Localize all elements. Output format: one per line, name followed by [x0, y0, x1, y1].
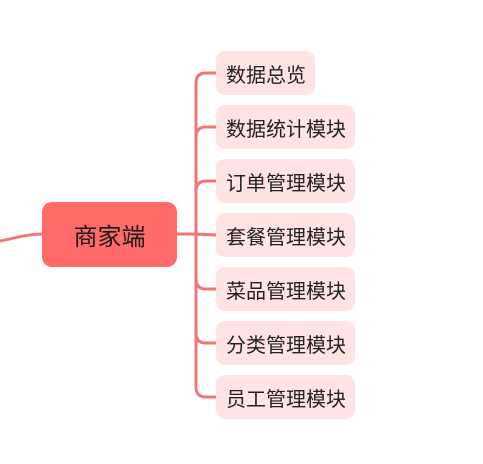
root-node-merchant[interactable]: 商家端	[42, 202, 177, 267]
child-node-combo-management[interactable]: 套餐管理模块	[216, 213, 355, 257]
child-node-category-management[interactable]: 分类管理模块	[216, 321, 355, 365]
branch-connector	[194, 232, 218, 291]
child-node-label: 套餐管理模块	[226, 224, 346, 249]
branch-connector	[194, 232, 218, 237]
root-node-label: 商家端	[73, 223, 146, 251]
branch-connector	[194, 71, 218, 236]
child-node-label: 员工管理模块	[226, 386, 346, 411]
child-node-data-overview[interactable]: 数据总览	[216, 51, 315, 95]
child-node-employee-management[interactable]: 员工管理模块	[216, 375, 355, 419]
branch-connector	[194, 125, 218, 236]
incoming-connector	[0, 232, 45, 243]
child-node-order-management[interactable]: 订单管理模块	[216, 159, 355, 203]
child-node-label: 分类管理模块	[226, 332, 346, 357]
branch-connector	[194, 179, 218, 236]
branch-connector	[194, 232, 218, 399]
child-node-label: 订单管理模块	[226, 170, 346, 195]
branch-connectors	[194, 71, 218, 399]
child-node-label: 菜品管理模块	[226, 278, 346, 303]
child-node-dish-management[interactable]: 菜品管理模块	[216, 267, 355, 311]
child-node-label: 数据总览	[226, 62, 306, 87]
child-node-label: 数据统计模块	[226, 116, 346, 141]
child-node-data-statistics[interactable]: 数据统计模块	[216, 105, 355, 149]
